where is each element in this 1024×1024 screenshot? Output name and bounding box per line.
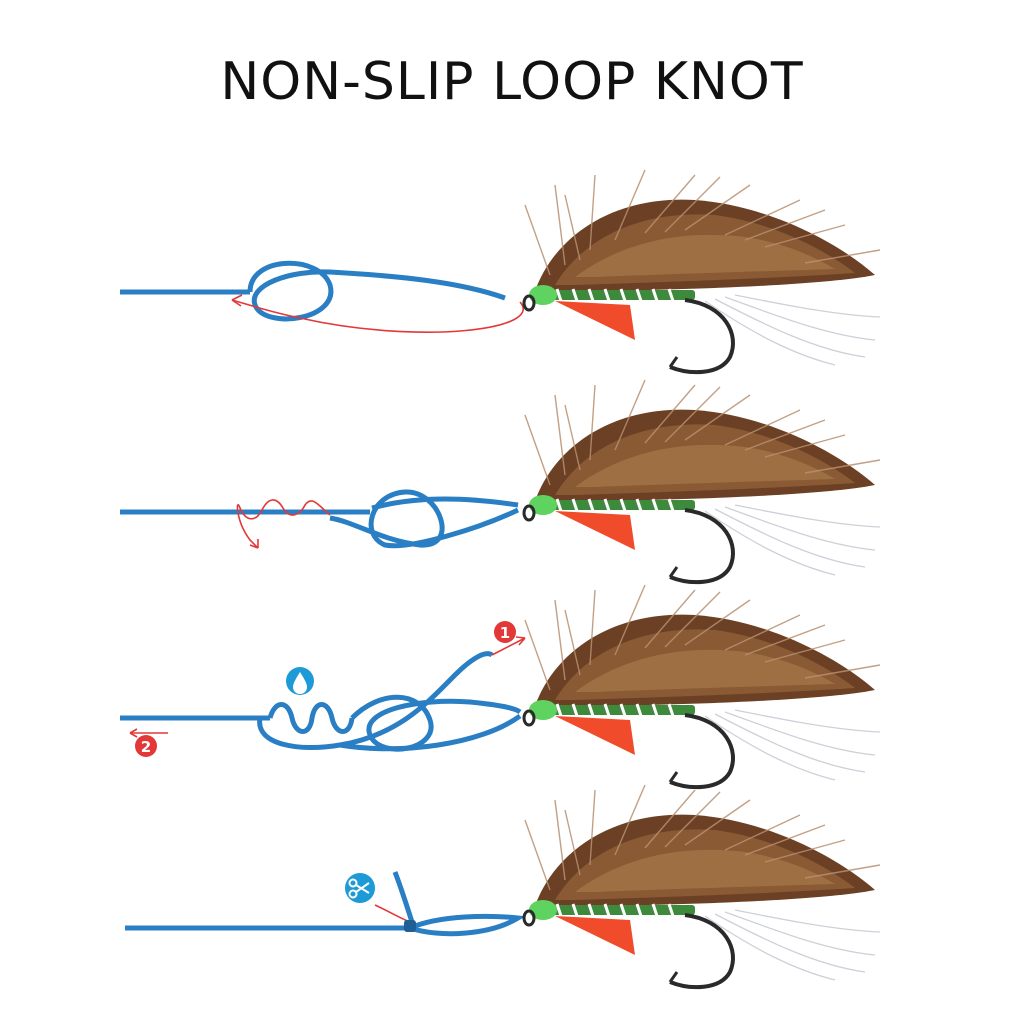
diagram-title: NON-SLIP LOOP KNOT	[220, 52, 804, 112]
step-badge-2	[135, 735, 157, 757]
step-4-illustration	[125, 783, 882, 990]
water-drop-icon	[286, 667, 314, 695]
step-badge-2-label: 2	[141, 738, 151, 756]
wraps	[267, 702, 355, 734]
tag-end-path	[231, 299, 524, 333]
pull-arrow-1	[491, 637, 526, 656]
arrow-head	[231, 294, 243, 307]
fly-lure-3	[522, 583, 882, 790]
knot-loop	[329, 489, 520, 549]
step-badge-1-label: 1	[500, 624, 510, 642]
finished-loop	[409, 913, 526, 937]
wrap-arrow	[236, 499, 331, 549]
fly-lure-4	[522, 783, 882, 990]
step-1-illustration	[120, 168, 882, 375]
tag-end	[392, 871, 415, 923]
overhand-loop	[247, 260, 506, 322]
step-badge-1	[494, 621, 516, 643]
fly-lure-2	[522, 378, 882, 585]
scissors-icon	[345, 873, 375, 903]
step-2-illustration	[120, 378, 882, 585]
step-3-illustration: 1 2	[120, 583, 882, 790]
fly-lure-1	[522, 168, 882, 375]
